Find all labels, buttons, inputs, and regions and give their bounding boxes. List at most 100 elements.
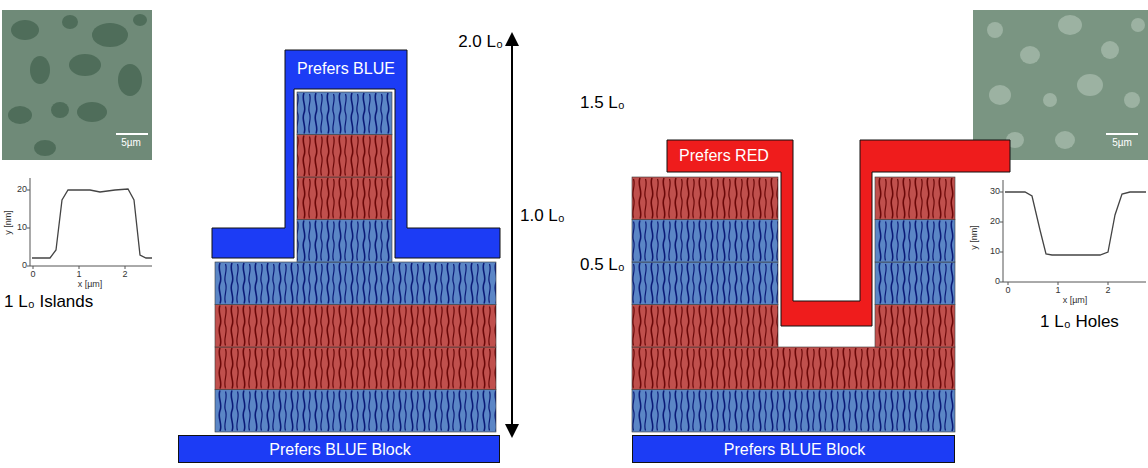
thickness-axis — [505, 32, 519, 438]
blue-layer — [632, 220, 778, 263]
hole-spot — [1043, 93, 1057, 107]
scale-label: 5µm — [1107, 137, 1137, 149]
hole-spot — [1101, 41, 1119, 59]
tick-label: 1 — [1053, 285, 1063, 296]
red-layer — [215, 347, 496, 390]
tick-label: 30 — [981, 186, 1000, 197]
red-layer — [875, 177, 955, 220]
axis-label: y [nm] — [3, 197, 14, 247]
hole-spot — [1131, 18, 1145, 32]
island-spot — [34, 140, 56, 156]
scale-label: 5µm — [116, 137, 146, 149]
panel-caption: 1 L₀ Holes — [1040, 312, 1145, 332]
plot-axis — [1003, 282, 1146, 283]
tick-label: 2 — [1103, 285, 1113, 296]
text-area: Prefers BLUE — [285, 50, 407, 89]
red-layer — [215, 305, 496, 348]
thickness-mark: 1.0 L₀ — [520, 206, 580, 226]
micrograph-ground — [973, 10, 1148, 160]
scale-bar — [116, 133, 148, 135]
plot-ticks — [1000, 192, 1108, 285]
hole-spot — [1020, 46, 1040, 64]
plot-ticks — [27, 190, 125, 269]
island-profile-plot — [27, 178, 152, 269]
island-film — [215, 92, 496, 432]
node-label: Prefers BLUE Block — [724, 441, 865, 459]
axis-label: x [µm] — [1050, 295, 1100, 306]
substrate-bar: Prefers BLUE Block — [632, 435, 955, 463]
height-profile — [1005, 192, 1146, 255]
island-spot — [118, 64, 142, 96]
blue-preferring-cap: Prefers BLUE — [212, 50, 500, 258]
island-micrograph — [2, 10, 152, 160]
blue-layer — [632, 262, 778, 305]
blue-layer — [215, 262, 496, 305]
red-layer — [297, 135, 392, 178]
island-spot — [69, 54, 101, 76]
cap-outline — [212, 50, 500, 258]
panel-caption: 1 L₀ Islands — [4, 292, 154, 312]
tick-label: 0 — [981, 276, 1000, 287]
hole-profile-plot — [1000, 180, 1146, 285]
tick-label: 0 — [8, 260, 27, 271]
tick-label: 1 — [74, 269, 84, 280]
blue-layer — [297, 220, 392, 263]
blue-layer — [632, 390, 955, 433]
blue-layer — [875, 220, 955, 263]
island-spot — [133, 14, 147, 26]
cap-outline — [667, 140, 1010, 326]
micrograph-ground — [2, 10, 152, 160]
red-layer — [632, 305, 778, 348]
tick-label: 0 — [28, 269, 38, 280]
text-area: Prefers RED — [667, 140, 781, 172]
scale-bar — [1106, 133, 1138, 135]
hole-spot — [1058, 15, 1082, 35]
blue-layer — [875, 262, 955, 305]
hole-spot — [1055, 131, 1075, 149]
blue-layer — [215, 390, 496, 433]
red-layer — [632, 347, 955, 390]
island-spot — [30, 56, 50, 84]
thickness-mark: 2.0 L₀ — [430, 32, 503, 52]
tick-label: 0 — [1003, 285, 1013, 296]
plot-axis — [30, 178, 31, 266]
arrow-head — [505, 32, 519, 46]
island-spot — [8, 106, 32, 124]
red-layer — [875, 305, 955, 348]
island-spot — [11, 20, 39, 40]
node-label: Prefers RED — [679, 147, 769, 165]
plot-axis — [1003, 180, 1004, 282]
thickness-mark: 1.5 L₀ — [580, 93, 640, 113]
hole-spot — [1077, 74, 1103, 96]
tick-label: 10 — [981, 246, 1000, 257]
text-area: Prefers BLUE Block — [179, 436, 501, 464]
hole-spot — [989, 85, 1011, 105]
axis-line — [511, 44, 513, 426]
hole-spot — [1124, 92, 1140, 108]
red-layer — [297, 177, 392, 220]
node-label: Prefers BLUE — [297, 60, 395, 78]
island-spot — [92, 23, 128, 47]
height-profile — [32, 189, 152, 258]
text-area: Prefers BLUE Block — [633, 436, 956, 464]
arrow-head — [505, 424, 519, 438]
red-preferring-cap: Prefers RED — [667, 140, 1010, 326]
thickness-mark: 0.5 L₀ — [580, 255, 640, 275]
tick-label: 20 — [8, 184, 27, 195]
red-layer — [632, 177, 778, 220]
substrate-bar: Prefers BLUE Block — [178, 435, 500, 463]
island-spot — [62, 15, 78, 29]
cap-shape — [212, 50, 500, 258]
blue-layer — [297, 92, 392, 135]
island-spot — [51, 102, 69, 118]
tick-label: 2 — [120, 269, 130, 280]
node-label: Prefers BLUE Block — [269, 441, 410, 459]
plot-axis — [30, 266, 152, 267]
tick-label: 20 — [981, 216, 1000, 227]
hole-micrograph — [973, 10, 1148, 160]
cap-shape — [667, 140, 1010, 326]
axis-label: y [nm] — [969, 212, 980, 262]
island-spot — [77, 102, 107, 122]
axis-label: x [µm] — [65, 279, 115, 290]
